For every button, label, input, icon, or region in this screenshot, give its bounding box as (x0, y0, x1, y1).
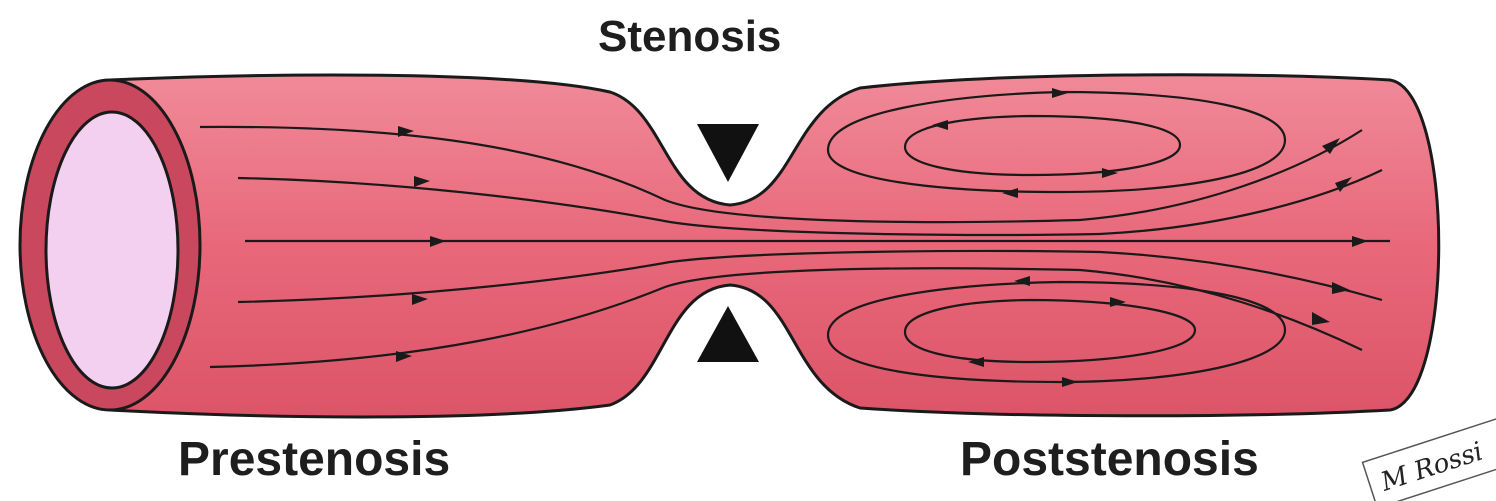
vessel-lumen (46, 112, 178, 388)
vessel-body (110, 75, 1439, 417)
stenosis-label: Stenosis (598, 12, 781, 62)
poststenosis-label: Poststenosis (960, 432, 1259, 487)
stenosis-arrow-down (697, 124, 759, 182)
artist-signature: M Rossi (1363, 413, 1496, 501)
prestenosis-label: Prestenosis (178, 432, 450, 487)
stenosis-arrow-up (697, 306, 759, 362)
